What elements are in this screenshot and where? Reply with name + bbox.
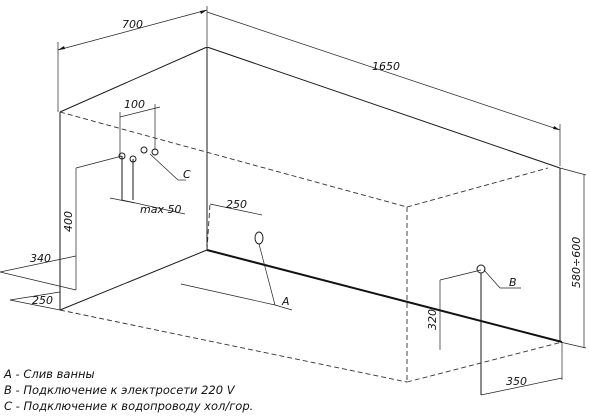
callout-c: C (183, 168, 191, 181)
dimension-340: 340 (0, 252, 77, 291)
label-340: 340 (30, 252, 51, 265)
connection-a-drain: 250 A (180, 198, 293, 311)
label-320: 320 (426, 309, 439, 330)
tub-body-dashed (59, 111, 563, 383)
legend: A - Слив ванны B - Подключение к электро… (4, 366, 253, 414)
dimension-250-left: 250 (9, 291, 61, 311)
connection-b: B 320 350 (426, 264, 563, 396)
label-250-left: 250 (32, 294, 53, 307)
legend-item-c: C - Подключение к водопроводу хол/гор. (4, 399, 254, 413)
label-max-50: max 50 (140, 203, 181, 216)
label-100: 100 (124, 98, 145, 111)
label-580-600: 580÷600 (570, 237, 583, 288)
label-400: 400 (62, 211, 75, 232)
dimension-580-600: 580÷600 (559, 167, 587, 349)
label-700: 700 (122, 18, 143, 31)
dimension-1650: 1650 (206, 11, 561, 166)
legend-item-a: A - Слив ванны (4, 367, 95, 381)
label-drain-250: 250 (226, 198, 247, 211)
label-1650: 1650 (372, 60, 400, 73)
callout-b: B (509, 276, 517, 289)
dimension-700: 700 (57, 6, 208, 112)
tub-outline (59, 46, 563, 343)
label-350: 350 (506, 375, 527, 388)
connection-c: 100 C max 50 400 (62, 98, 191, 290)
legend-item-b: B - Подключение к электросети 220 V (4, 383, 235, 397)
callout-a: A (281, 295, 290, 308)
